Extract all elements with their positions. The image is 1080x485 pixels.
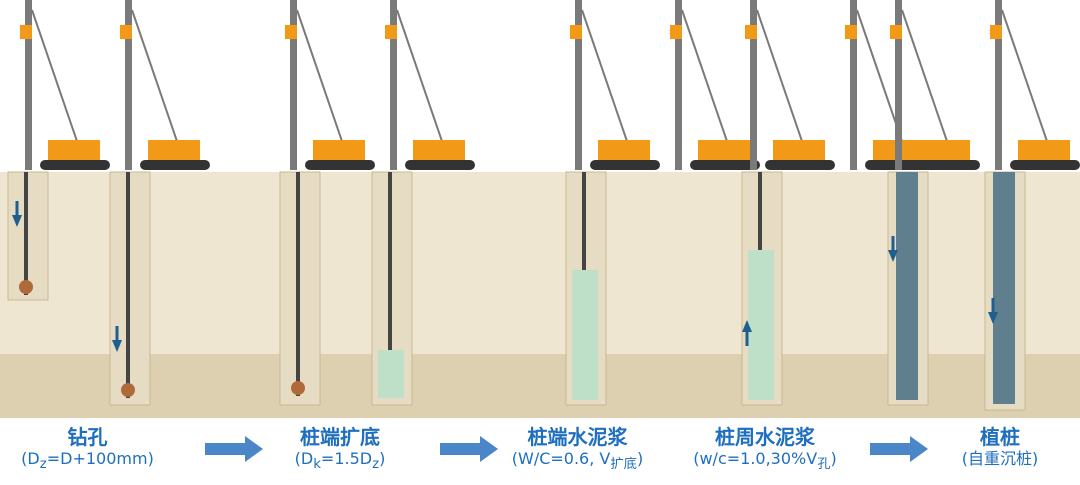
step-title: 植桩: [980, 425, 1020, 449]
rig-head: [285, 25, 297, 39]
rig-head: [745, 25, 757, 39]
drill-rig: [570, 0, 660, 170]
crawler-track: [765, 160, 835, 170]
step-tip-grout: 桩端水泥浆 (W/C=0.6, V扩底): [495, 425, 660, 475]
construction-illustration: [0, 0, 1080, 418]
rig-cab: [1018, 140, 1070, 160]
stay-cable: [756, 9, 806, 151]
arrow-right-icon: [870, 436, 928, 462]
drill-rig: [670, 0, 760, 170]
crawler-track: [1010, 160, 1080, 170]
step-bell-enlarge: 桩端扩底 (Dk=1.5Dz): [265, 425, 415, 475]
drill-bit: [121, 383, 135, 397]
drill-rigs: [20, 0, 1080, 170]
crawler-track: [405, 160, 475, 170]
rig-cab: [313, 140, 365, 160]
mast: [895, 0, 902, 170]
direction-arrow-head: [742, 320, 752, 332]
pile: [896, 172, 918, 400]
crawler-track: [140, 160, 210, 170]
drill-bit: [19, 280, 33, 294]
crawler-track: [690, 160, 760, 170]
step-title: 桩周水泥浆: [715, 425, 815, 449]
rig-head: [20, 25, 32, 39]
step-formula: (Dz=D+100mm): [21, 449, 154, 473]
rig-cab: [148, 140, 200, 160]
arrow-right-icon: [205, 436, 263, 462]
mast: [750, 0, 757, 170]
grout-fill: [378, 350, 404, 398]
rig-head: [845, 25, 857, 39]
stay-cable: [1001, 9, 1051, 151]
arrow-right-icon: [440, 436, 498, 462]
mast: [290, 0, 297, 170]
grout-fill: [748, 250, 774, 400]
step-pile-planting: 植桩 (自重沉桩): [940, 425, 1060, 469]
rig-head: [570, 25, 582, 39]
direction-arrow-head: [888, 250, 898, 262]
rig-cab: [598, 140, 650, 160]
step-title: 钻孔: [67, 425, 108, 449]
rig-cab: [773, 140, 825, 160]
mast: [25, 0, 32, 170]
pile: [993, 172, 1015, 404]
rig-cab: [413, 140, 465, 160]
stay-cable: [681, 9, 731, 151]
step-side-grout: 桩周水泥浆 (w/c=1.0,30%V孔): [670, 425, 860, 475]
mast: [850, 0, 857, 170]
stay-cable: [296, 9, 346, 151]
rig-head: [120, 25, 132, 39]
step-formula: (w/c=1.0,30%V孔): [693, 449, 837, 473]
rig-cab: [698, 140, 750, 160]
mast: [675, 0, 682, 170]
stay-cable: [396, 9, 446, 151]
stay-cable: [131, 9, 181, 151]
rig-head: [385, 25, 397, 39]
stay-cable: [31, 9, 81, 151]
step-formula: (Dk=1.5Dz): [294, 449, 386, 473]
direction-arrow-head: [112, 340, 122, 352]
drill-rig: [285, 0, 375, 170]
crawler-track: [910, 160, 980, 170]
rig-head: [670, 25, 682, 39]
crawler-track: [40, 160, 110, 170]
mast: [995, 0, 1002, 170]
rig-head: [890, 25, 902, 39]
rig-head: [990, 25, 1002, 39]
mast: [575, 0, 582, 170]
rig-cab: [48, 140, 100, 160]
step-formula: (自重沉桩): [961, 449, 1039, 468]
stay-cable: [581, 9, 631, 151]
step-title: 桩端扩底: [300, 425, 380, 449]
drill-rig: [990, 0, 1080, 170]
mast: [390, 0, 397, 170]
rig-cab: [918, 140, 970, 160]
step-title: 桩端水泥浆: [527, 425, 628, 449]
step-drilling: 钻孔 (Dz=D+100mm): [5, 425, 170, 475]
direction-arrow-head: [988, 312, 998, 324]
drill-rig: [890, 0, 980, 170]
drill-rig: [20, 0, 110, 170]
drill-rig: [385, 0, 475, 170]
crawler-track: [305, 160, 375, 170]
crawler-track: [590, 160, 660, 170]
step-formula: (W/C=0.6, V扩底): [511, 449, 644, 473]
mast: [125, 0, 132, 170]
stay-cable: [901, 9, 951, 151]
drill-rig: [120, 0, 210, 170]
drill-bit: [291, 381, 305, 395]
direction-arrow-head: [12, 215, 22, 227]
grout-fill: [572, 270, 598, 400]
drill-rig: [745, 0, 835, 170]
drill-tools: [12, 172, 1015, 404]
